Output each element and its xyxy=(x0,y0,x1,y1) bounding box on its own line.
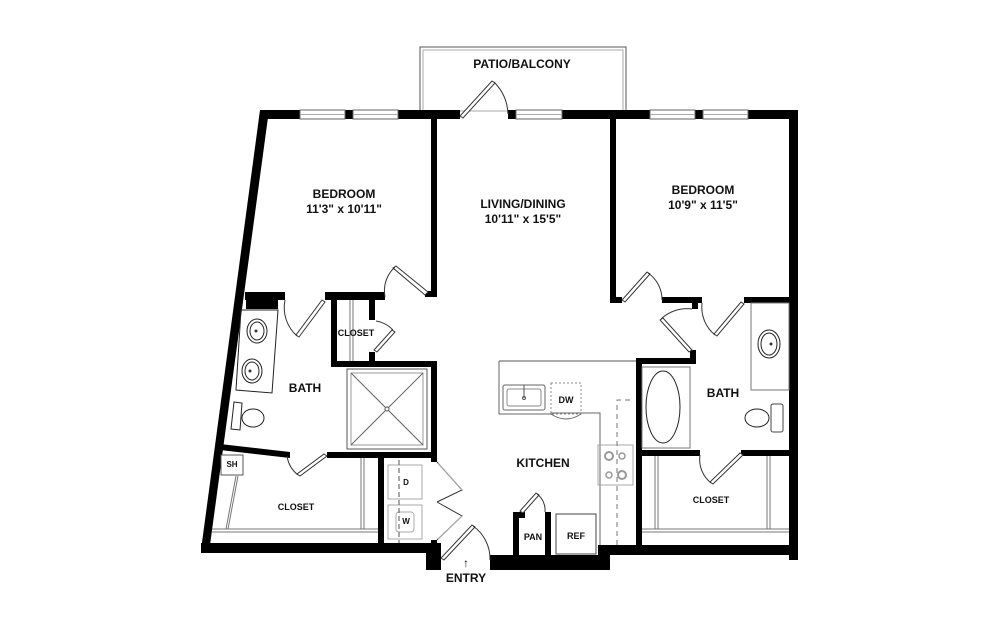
label-bedroom-left-dims: 11'3" x 10'11" xyxy=(306,202,382,216)
label-dishwasher: DW xyxy=(559,395,574,405)
entry-arrow-icon: ↑ xyxy=(463,556,469,570)
right-bath-fixtures xyxy=(641,302,790,449)
label-bedroom-left: BEDROOM xyxy=(313,187,376,201)
left-closet-fixtures xyxy=(212,454,378,533)
label-bedroom-right-dims: 10'9" x 11'5" xyxy=(668,198,738,212)
label-closet-right: CLOSET xyxy=(693,495,730,505)
laundry xyxy=(387,460,423,543)
label-closet-left: CLOSET xyxy=(278,502,315,512)
label-pantry: PAN xyxy=(524,532,542,542)
label-kitchen: KITCHEN xyxy=(516,456,569,470)
entry-door[interactable] xyxy=(440,524,491,561)
label-shelf: SH xyxy=(226,460,237,469)
label-bath-left: BATH xyxy=(289,381,321,395)
patio-door[interactable] xyxy=(459,80,509,119)
label-living: LIVING/DINING xyxy=(480,197,565,211)
right-closet-fixtures xyxy=(642,456,789,533)
doors xyxy=(283,265,745,541)
kitchen-fixtures xyxy=(498,360,636,555)
label-closet-small: CLOSET xyxy=(338,328,375,338)
left-bath-fixtures xyxy=(230,309,279,431)
label-dryer: D xyxy=(403,478,409,487)
label-refrigerator: REF xyxy=(567,531,586,541)
exterior-walls xyxy=(201,110,798,570)
label-entry: ENTRY xyxy=(446,571,486,585)
label-bath-right: BATH xyxy=(707,386,739,400)
label-washer: W xyxy=(402,517,410,526)
interior-walls xyxy=(220,119,789,557)
label-bedroom-right: BEDROOM xyxy=(672,183,735,197)
windows xyxy=(299,109,749,120)
label-living-dims: 10'11" x 15'5" xyxy=(485,212,561,226)
shower xyxy=(346,368,428,450)
label-patio: PATIO/BALCONY xyxy=(473,57,571,71)
